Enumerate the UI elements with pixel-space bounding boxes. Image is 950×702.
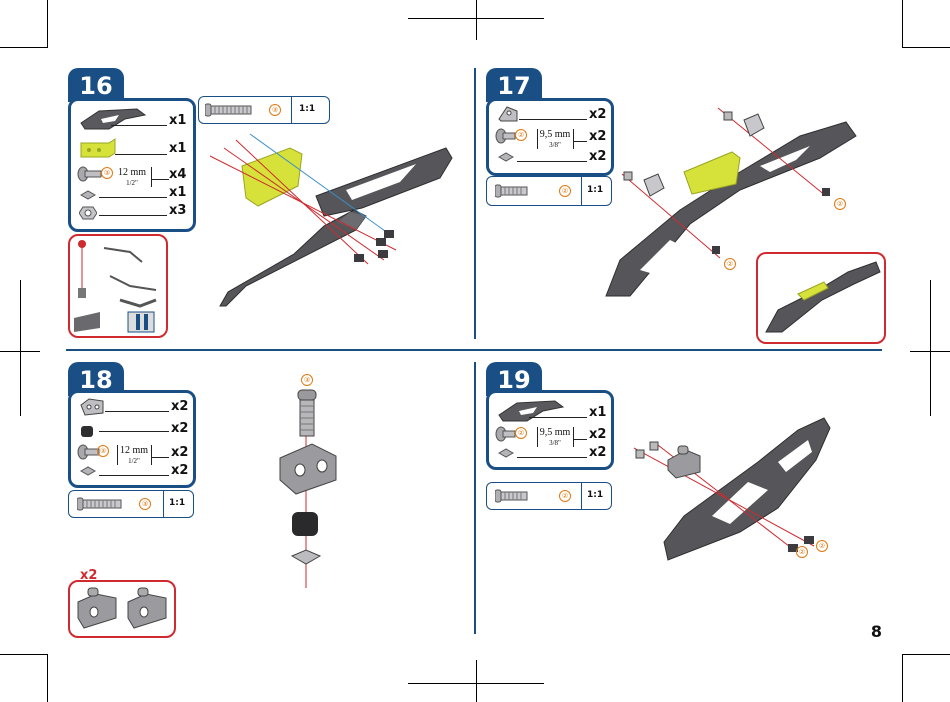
bolt-size-callout: ③ [139, 498, 151, 510]
bracket-icon [79, 397, 105, 417]
plate-icon [79, 105, 149, 131]
plate-icon [497, 397, 567, 423]
section-divider-horizontal [66, 349, 882, 351]
bolt-size-callout: ② [559, 490, 571, 502]
part-qty: x4 [169, 167, 186, 182]
part-qty: x3 [169, 203, 186, 218]
bolt-icon [495, 183, 529, 199]
square-nut-icon [79, 189, 97, 201]
part-qty: x1 [169, 185, 186, 200]
scale-bolt-box: ② 1:1 [486, 176, 612, 206]
bolt-icon [205, 102, 253, 118]
bolt-size-callout: ③ [101, 167, 113, 179]
step-16-assembly-diagram [206, 126, 460, 340]
part-qty: x2 [171, 421, 188, 436]
wrench-tool-icon [70, 236, 166, 336]
part-qty: x1 [169, 113, 186, 128]
parts-list-box: x1 ② 9,5 mm 3/8" x2 x2 [486, 390, 614, 470]
part-qty: x2 [589, 445, 606, 460]
part-qty: x2 [589, 427, 606, 442]
section-divider-vertical-bottom [474, 362, 476, 634]
part-qty: x1 [589, 405, 606, 420]
scale-label: 1:1 [587, 490, 603, 500]
part-qty: x1 [169, 141, 186, 156]
scale-bolt-box: ③ 1:1 [68, 490, 194, 518]
tool-tip-inset [68, 234, 168, 338]
bolt-size-callout: ② [515, 427, 527, 439]
bolt-length-mm: 9,5 mm [539, 129, 571, 140]
assembled-bracket-preview [70, 582, 174, 636]
bolt-size-callout: ② [834, 198, 846, 210]
hex-nut-icon [79, 205, 97, 221]
step-18-exploded-diagram [270, 370, 360, 592]
bolt-size-callout: ③ [301, 374, 313, 386]
bolt-size-callout: ③ [97, 445, 109, 457]
bolt-size-callout: ② [816, 540, 828, 552]
scale-label: 1:1 [169, 498, 185, 508]
page-number: 8 [871, 622, 882, 641]
bolt-length-mm: 12 mm [117, 167, 147, 178]
step-number: 17 [486, 68, 542, 102]
bolt-length-inch: 1/2" [117, 179, 147, 187]
bolt-length-inch: 3/8" [539, 141, 571, 149]
bolt-length-mm: 12 mm [119, 445, 149, 456]
step-number: 16 [68, 68, 124, 102]
part-qty: x2 [171, 445, 188, 460]
bracket-icon [497, 105, 519, 123]
bolt-size-callout: ② [796, 546, 808, 558]
bolt-size-callout: ② [724, 258, 736, 270]
part-qty: x2 [171, 463, 188, 478]
bolt-length-inch: 1/2" [119, 457, 149, 465]
bolt-size-callout: ③ [269, 104, 281, 116]
part-qty: x2 [171, 399, 188, 414]
bolt-size-callout: ② [515, 129, 527, 141]
scale-bolt-box: ③ 1:1 [198, 96, 330, 124]
square-nut-icon [79, 465, 97, 477]
square-nut-icon [497, 151, 515, 163]
parts-list-box: x1 x1 ③ 12 mm 1/2" x4 x1 x3 [68, 98, 196, 232]
assembled-preview-inset [756, 252, 886, 344]
parts-list-box: x2 x2 ③ 12 mm 1/2" x2 x2 [68, 390, 196, 488]
yellow-block-icon [79, 137, 119, 159]
scale-label: 1:1 [299, 104, 315, 114]
bolt-length-inch: 3/8" [539, 439, 571, 447]
bolt-length-mm: 9,5 mm [539, 427, 571, 438]
bolt-icon [77, 496, 123, 512]
assembled-bracket-inset [68, 580, 176, 638]
assembled-frame-preview [758, 254, 884, 342]
bolt-size-callout: ② [559, 185, 571, 197]
scale-bolt-box: ② 1:1 [486, 482, 612, 510]
bolt-icon [495, 488, 529, 504]
parts-list-box: x2 ② 9,5 mm 3/8" x2 x2 [486, 98, 614, 176]
square-nut-icon [497, 447, 515, 459]
section-divider-vertical-top [474, 68, 476, 339]
spacer-icon [79, 423, 95, 439]
